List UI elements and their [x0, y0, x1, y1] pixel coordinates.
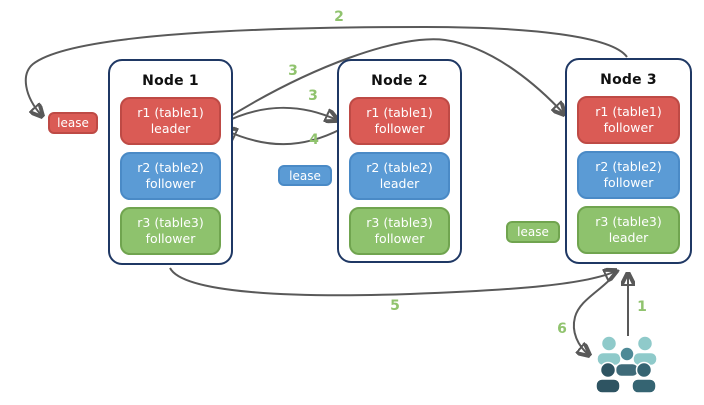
arrow-label-4: 4 [309, 132, 319, 148]
person-icon [595, 361, 621, 394]
replica-role: follower [603, 175, 654, 190]
replica-role: leader [379, 176, 420, 191]
replica-name: r3 (table3) [366, 215, 433, 230]
replica-role: follower [374, 231, 425, 246]
arrow-3-to-node2-line [220, 106, 337, 125]
node-3-card: Node 3 r1 (table1) follower r2 (table2) … [565, 58, 692, 264]
node-1-card: Node 1 r1 (table1) leader r2 (table2) fo… [108, 59, 233, 265]
replica-role: follower [145, 176, 196, 191]
replica-role: leader [608, 230, 649, 245]
arrow-label-3a: 3 [288, 63, 298, 79]
node-3-replica-r2: r2 (table2) follower [577, 151, 680, 199]
arrow-label-1: 1 [637, 299, 647, 315]
person-icon [631, 361, 657, 394]
replica-role: follower [603, 120, 654, 135]
replica-role: follower [145, 231, 196, 246]
replica-name: r1 (table1) [366, 105, 433, 120]
node-1-replica-r1: r1 (table1) leader [120, 97, 221, 145]
node-2-replica-r3: r3 (table3) follower [349, 207, 450, 255]
arrow-label-3b: 3 [308, 88, 318, 104]
arrow-5-line [169, 267, 616, 297]
node-2-title: Node 2 [371, 73, 428, 89]
users-group-icon [595, 335, 658, 394]
node-2-card: Node 2 r1 (table1) follower r2 (table2) … [337, 59, 462, 263]
replica-name: r2 (table2) [366, 160, 433, 175]
replica-name: r2 (table2) [137, 160, 204, 175]
lease-badge-red: lease [48, 112, 98, 134]
arrow-label-5: 5 [390, 298, 400, 314]
replica-name: r3 (table3) [137, 215, 204, 230]
replica-name: r1 (table1) [137, 105, 204, 120]
replica-name: r3 (table3) [595, 214, 662, 229]
arrow-4-line [225, 129, 342, 146]
lease-badge-blue: lease [278, 165, 332, 186]
replica-name: r2 (table2) [595, 159, 662, 174]
node-1-title: Node 1 [142, 73, 199, 89]
node-3-title: Node 3 [600, 72, 657, 88]
arrow-label-2: 2 [334, 9, 344, 25]
arrow-label-6: 6 [557, 321, 567, 337]
node-2-replica-r1: r1 (table1) follower [349, 97, 450, 145]
replica-role: follower [374, 121, 425, 136]
replica-name: r1 (table1) [595, 104, 662, 119]
node-3-replica-r3: r3 (table3) leader [577, 206, 680, 254]
node-1-replica-r3: r3 (table3) follower [120, 207, 221, 255]
node-2-replica-r2: r2 (table2) leader [349, 152, 450, 200]
lease-badge-green: lease [506, 221, 560, 243]
replica-role: leader [150, 121, 191, 136]
person-icon [632, 335, 658, 367]
person-icon [596, 335, 622, 367]
node-3-replica-r1: r1 (table1) follower [577, 96, 680, 144]
node-1-replica-r2: r2 (table2) follower [120, 152, 221, 200]
